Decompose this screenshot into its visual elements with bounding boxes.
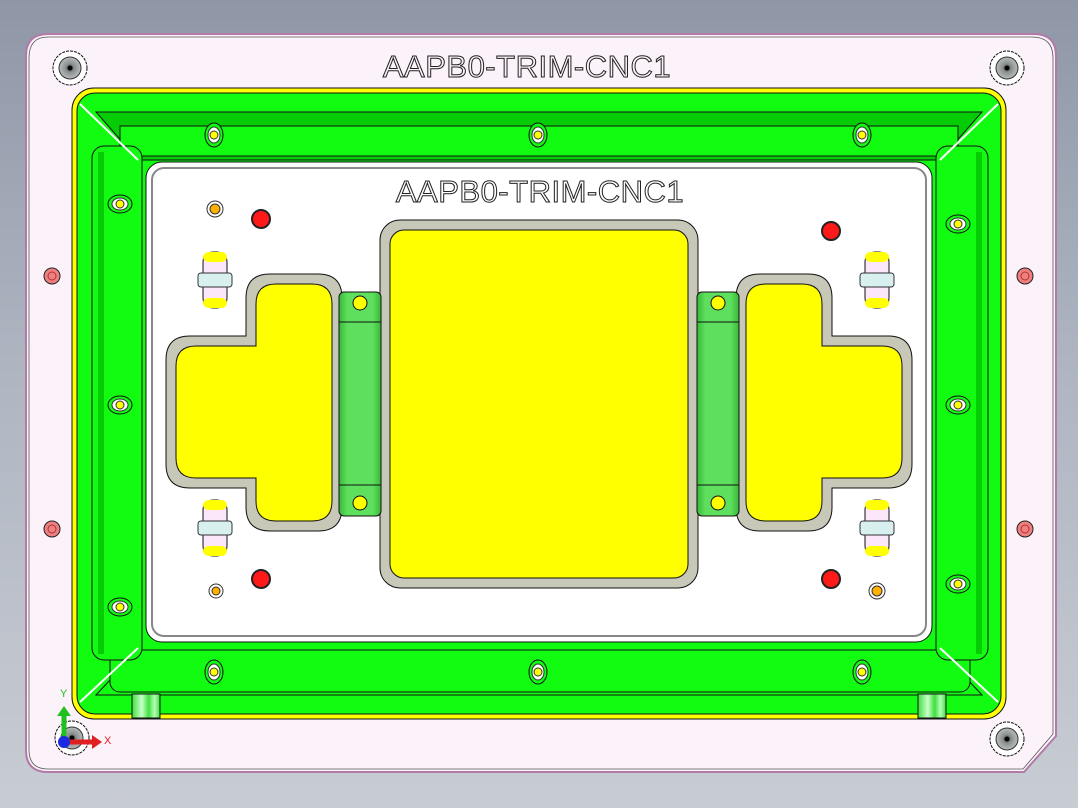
- inner-plate-label: AAPB0-TRIM-CNC1: [396, 174, 684, 209]
- dowel-pin-icons: [206, 200, 886, 600]
- side-bolt-icons: [43, 267, 1034, 538]
- axis-y-label: Y: [60, 688, 68, 700]
- part-pockets[interactable]: [165, 219, 913, 589]
- clamp-bars[interactable]: [338, 291, 740, 517]
- base-plate-label: AAPB0-TRIM-CNC1: [383, 49, 671, 84]
- axis-triad[interactable]: Y X: [57, 688, 112, 749]
- frame-slot-hole-icons: [107, 122, 971, 685]
- toggle-clamp-icons: [197, 251, 895, 557]
- axis-x-label: X: [104, 735, 112, 747]
- locator-pin-icons: [251, 209, 841, 589]
